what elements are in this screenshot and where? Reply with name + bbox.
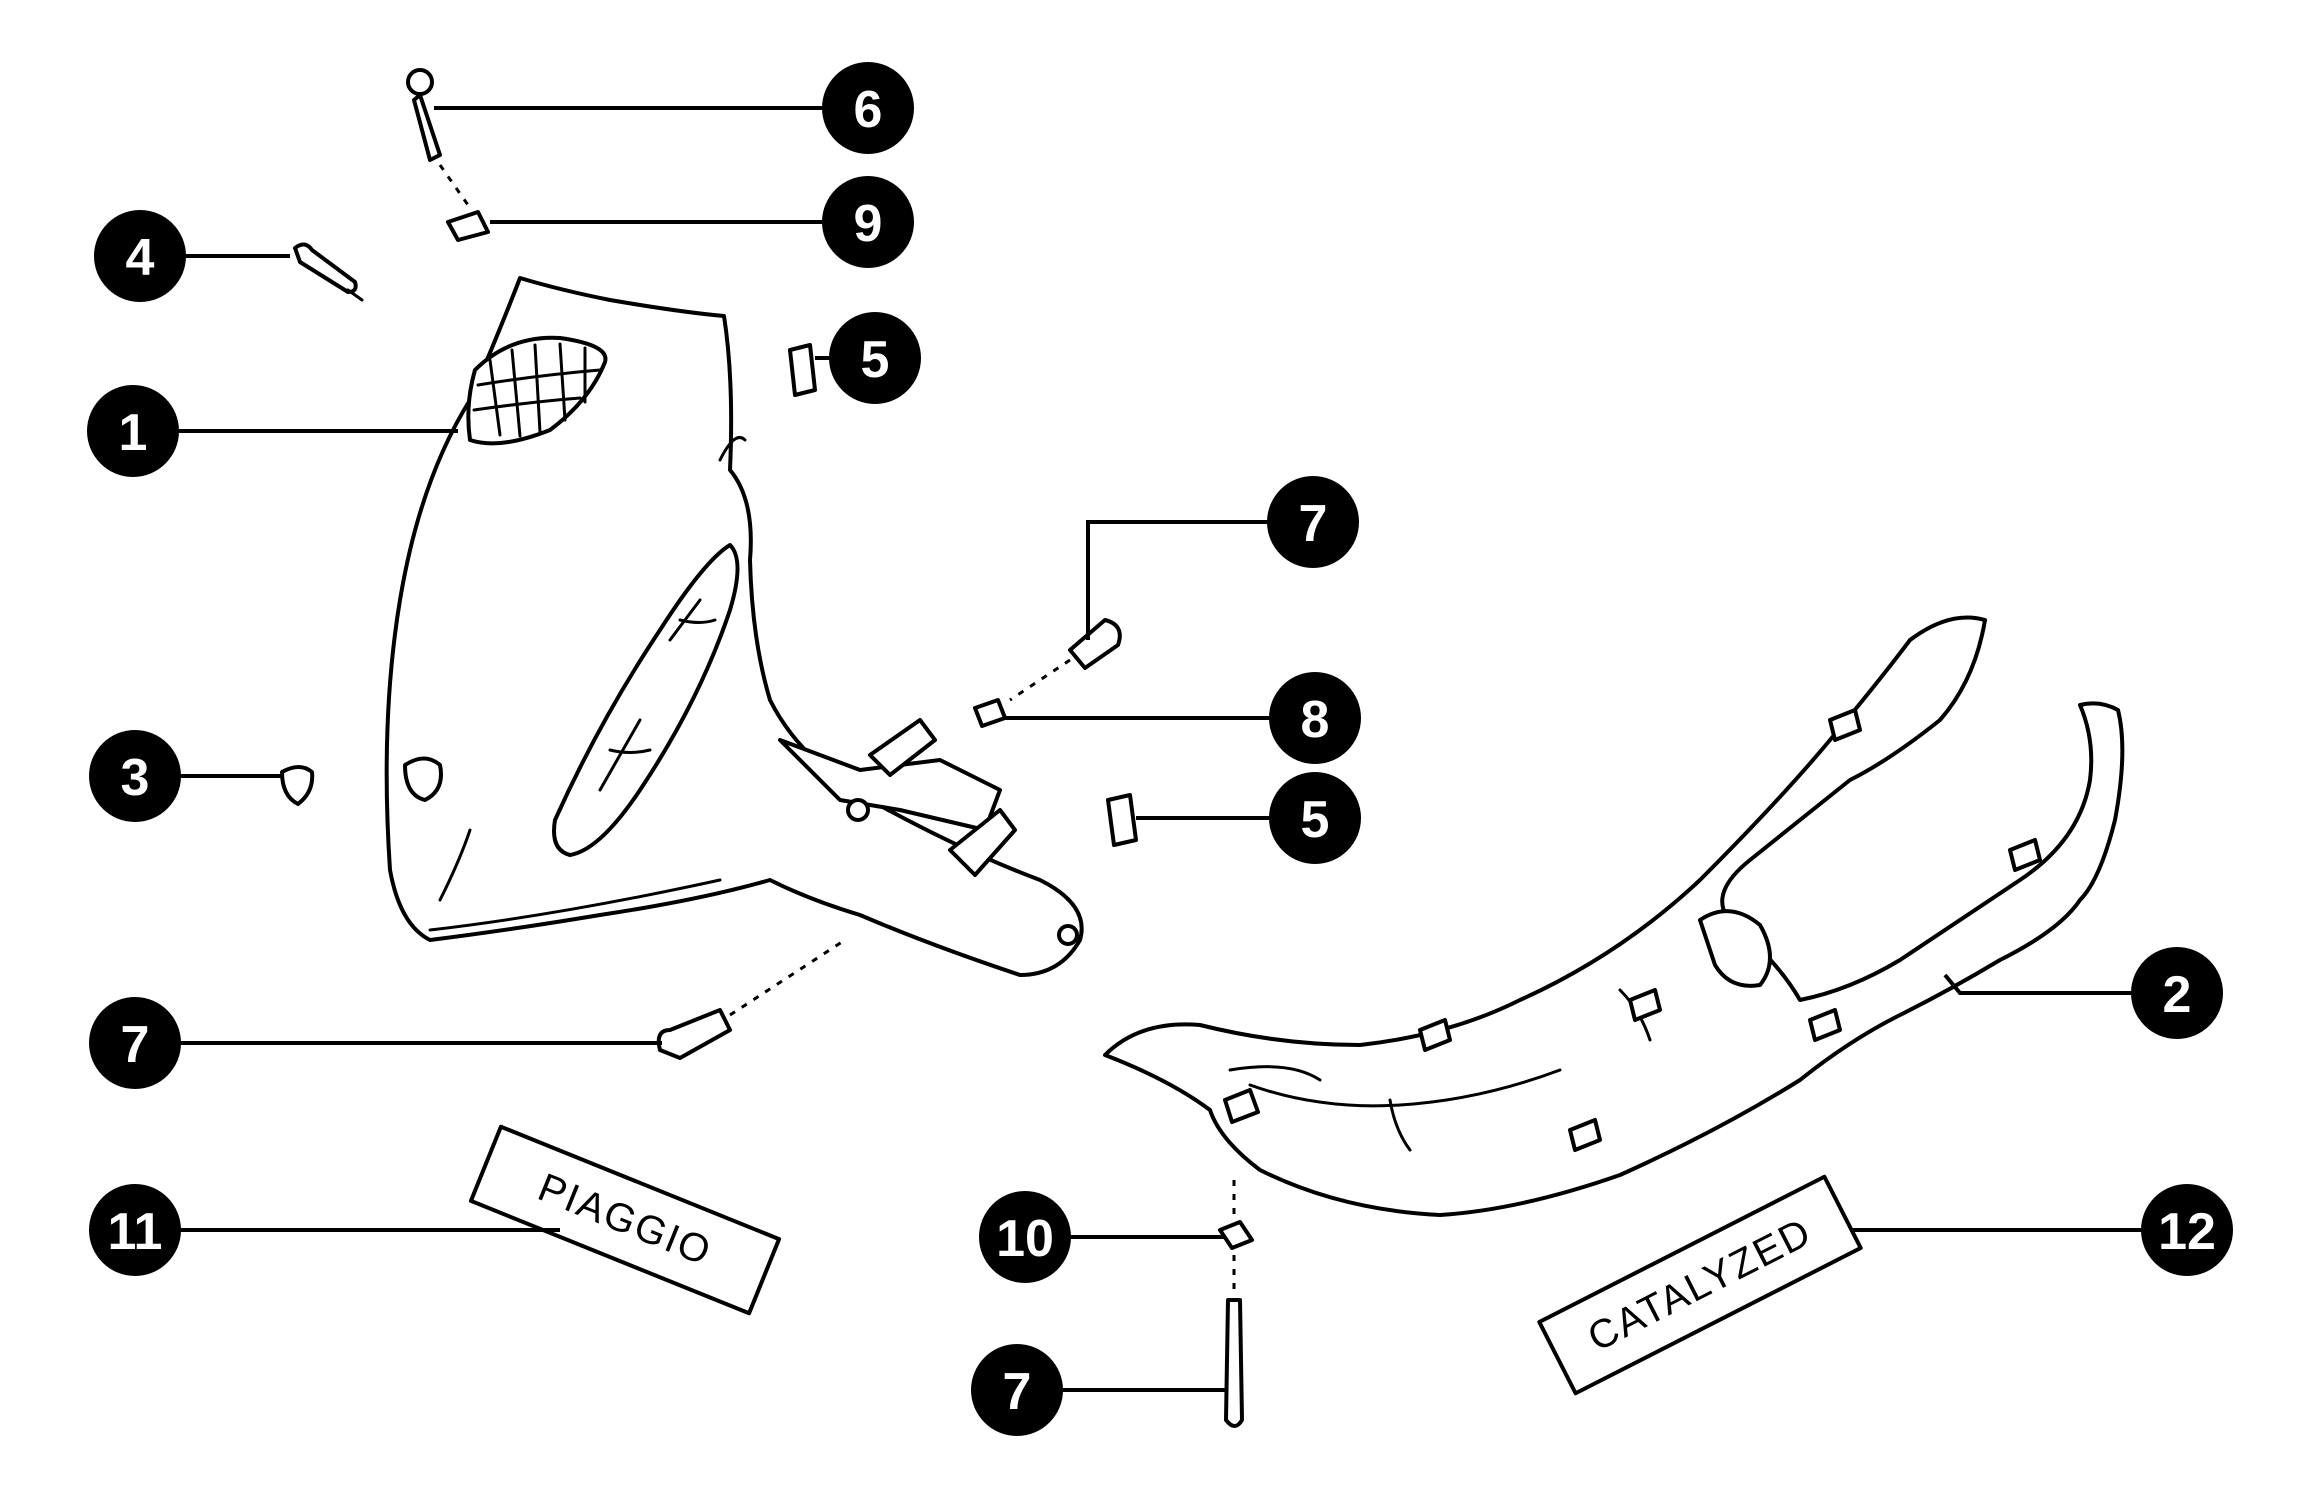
callout-6: 6 — [822, 62, 914, 154]
callout-10-label: 10 — [996, 1210, 1054, 1268]
callout-7a-label: 7 — [1299, 495, 1328, 553]
speed-nut-part-5b — [1106, 793, 1138, 847]
piaggio-decal: PIAGGIO — [468, 1124, 782, 1316]
screw-part-6 — [406, 68, 470, 206]
leader-7a — [1086, 520, 1268, 640]
callout-3-label: 3 — [121, 749, 150, 807]
callout-12-label: 12 — [2158, 1203, 2216, 1261]
callout-11: 11 — [89, 1184, 181, 1276]
clip-part-4 — [293, 242, 364, 302]
leader-2 — [1943, 973, 2132, 995]
screw-part-7c — [1224, 1180, 1244, 1428]
callout-2: 2 — [2131, 947, 2223, 1039]
callout-1-label: 1 — [119, 404, 148, 462]
clip-nut-part-9 — [446, 210, 490, 242]
callout-5b: 5 — [1269, 772, 1361, 864]
callout-4-label: 4 — [126, 229, 155, 287]
callout-8-label: 8 — [1301, 691, 1330, 749]
nut-part-8 — [973, 698, 1007, 728]
callout-7c-label: 7 — [1003, 1363, 1032, 1421]
screw-part-7b — [656, 938, 846, 1060]
callout-5a: 5 — [829, 312, 921, 404]
clip-nut-part-10 — [1218, 1220, 1254, 1250]
callout-6-label: 6 — [854, 81, 883, 139]
screw-part-7a — [1009, 618, 1122, 702]
callout-9: 9 — [822, 176, 914, 268]
callout-1: 1 — [87, 385, 179, 477]
callout-8: 8 — [1269, 672, 1361, 764]
front-shield-part — [384, 276, 1084, 977]
callout-11-label: 11 — [108, 1203, 163, 1261]
callout-7c: 7 — [971, 1344, 1063, 1436]
callout-5b-label: 5 — [1301, 791, 1330, 849]
callout-9-label: 9 — [854, 195, 883, 253]
callout-5a-label: 5 — [861, 331, 890, 389]
callout-2-label: 2 — [2163, 966, 2192, 1024]
callout-7b-label: 7 — [121, 1016, 150, 1074]
callout-4: 4 — [94, 210, 186, 302]
speed-nut-part-5a — [788, 343, 817, 397]
catalyzed-decal: CATALYZED — [1537, 1174, 1863, 1396]
side-panel-part — [1103, 615, 2125, 1217]
callout-12: 12 — [2141, 1184, 2233, 1276]
callout-10: 10 — [979, 1191, 1071, 1283]
callout-7b: 7 — [89, 997, 181, 1089]
grommet-part-3 — [280, 765, 315, 806]
leader-lines — [178, 106, 2142, 1392]
callout-3: 3 — [89, 730, 181, 822]
callout-7a: 7 — [1267, 476, 1359, 568]
